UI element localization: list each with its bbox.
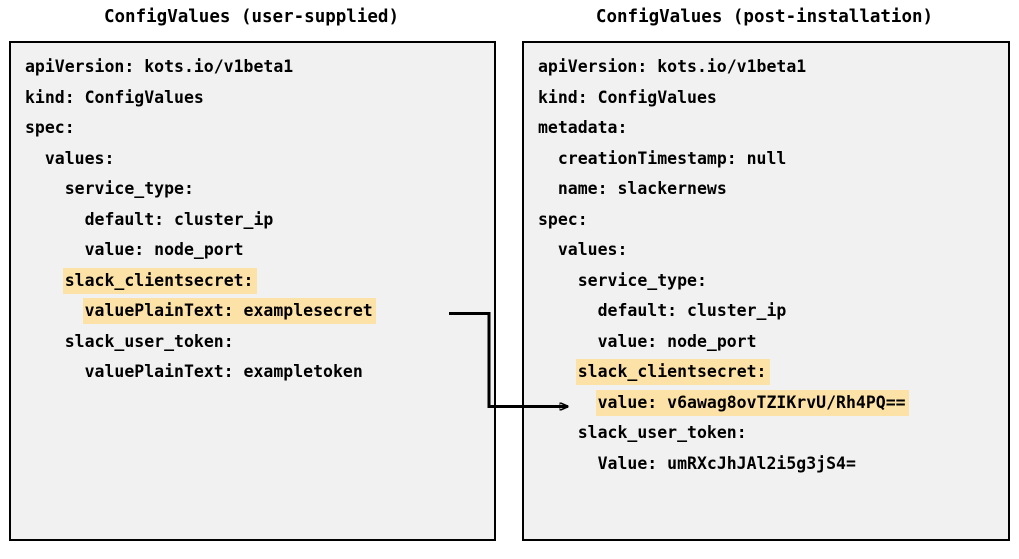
code-line-text: apiVersion: kots.io/v1beta1 <box>25 57 294 76</box>
code-line: valuePlainText: examplesecret <box>11 296 494 327</box>
code-line: slack_user_token: <box>524 418 1008 449</box>
code-line: values: <box>524 235 1008 266</box>
panel-post-installation: ConfigValues (post-installation) apiVers… <box>513 0 1016 559</box>
code-line: service_type: <box>524 266 1008 297</box>
code-box-post-installation: apiVersion: kots.io/v1beta1 kind: ConfigV… <box>522 41 1010 541</box>
code-line: metadata: <box>524 113 1008 144</box>
code-line: slack_clientsecret: <box>524 357 1008 388</box>
code-line-text: values: <box>44 148 115 168</box>
code-line: kind: ConfigValues <box>524 83 1008 114</box>
code-line-text: service_type: <box>577 270 707 290</box>
code-line: kind: ConfigValues <box>11 83 494 114</box>
code-line: default: cluster_ip <box>524 296 1008 327</box>
code-line: value: node_port <box>11 235 494 266</box>
panel-title-user-supplied: ConfigValues (user-supplied) <box>103 7 399 27</box>
code-line-text: valuePlainText: examplesecret <box>82 298 376 324</box>
code-line-text: apiVersion: kots.io/v1beta1 <box>538 57 807 76</box>
code-line-text: Value: umRXcJhJAl2i5g3jS4= <box>597 453 856 473</box>
code-line: slack_user_token: <box>11 327 494 358</box>
code-line-text: value: node_port <box>597 331 757 351</box>
code-line-text: slack_user_token: <box>64 331 234 351</box>
code-line: values: <box>11 144 494 175</box>
code-line-text: values: <box>557 240 628 259</box>
code-line-text: creationTimestamp: null <box>557 148 787 168</box>
panel-title-post-installation: ConfigValues (post-installation) <box>595 7 934 27</box>
code-line: spec: <box>524 205 1008 236</box>
code-line: apiVersion: kots.io/v1beta1 <box>524 52 1008 83</box>
code-line: default: cluster_ip <box>11 205 494 236</box>
code-line-text: slack_user_token: <box>577 423 747 442</box>
code-line-text: spec: <box>25 118 75 137</box>
code-line: value: node_port <box>524 327 1008 358</box>
code-line: Value: umRXcJhJAl2i5g3jS4= <box>524 449 1008 480</box>
code-lines-post-installation: apiVersion: kots.io/v1beta1 kind: ConfigV… <box>524 52 1008 479</box>
panel-user-supplied: ConfigValues (user-supplied) apiVersion:… <box>0 0 503 559</box>
code-line-text: kind: ConfigValues <box>538 87 717 107</box>
code-line-text: slack_clientsecret: <box>62 267 257 294</box>
code-line-text: spec: <box>538 209 588 229</box>
code-line: service_type: <box>11 174 494 205</box>
code-line-text: metadata: <box>538 118 628 137</box>
code-line-text: default: cluster_ip <box>597 301 787 320</box>
code-line: valuePlainText: exampletoken <box>11 357 494 388</box>
code-line: name: slackernews <box>524 174 1008 205</box>
code-line-text: valuePlainText: exampletoken <box>84 362 363 381</box>
code-line-text: name: slackernews <box>557 179 727 198</box>
code-lines-user-supplied: apiVersion: kots.io/v1beta1 kind: ConfigV… <box>11 52 494 388</box>
code-line-text: service_type: <box>64 179 194 198</box>
code-line-text: default: cluster_ip <box>84 209 274 229</box>
code-line-text: kind: ConfigValues <box>25 87 204 107</box>
code-line: spec: <box>11 113 494 144</box>
code-line: value: v6awag8ovTZIKrvU/Rh4PQ== <box>524 388 1008 419</box>
code-line-text: slack_clientsecret: <box>575 359 770 385</box>
code-line-text: value: node_port <box>84 240 244 259</box>
code-line: apiVersion: kots.io/v1beta1 <box>11 52 494 83</box>
code-box-user-supplied: apiVersion: kots.io/v1beta1 kind: ConfigV… <box>9 41 496 541</box>
code-line: creationTimestamp: null <box>524 144 1008 175</box>
code-line: slack_clientsecret: <box>11 266 494 297</box>
code-line-text: value: v6awag8ovTZIKrvU/Rh4PQ== <box>595 389 909 416</box>
